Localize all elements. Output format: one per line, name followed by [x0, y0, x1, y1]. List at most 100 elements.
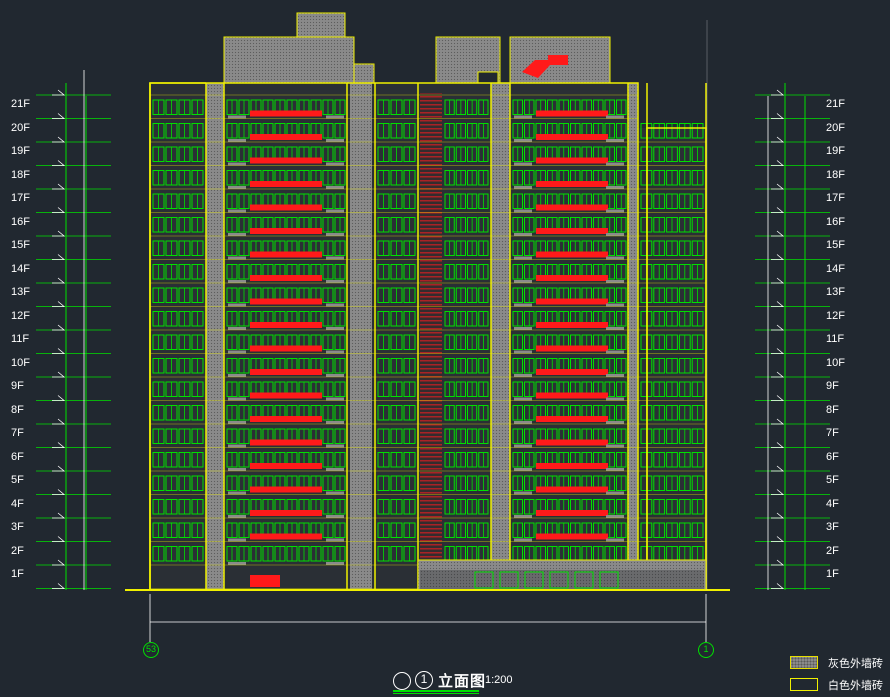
right-level-marker-icon: [771, 583, 785, 589]
slab-gray: [228, 397, 246, 401]
left-level-marker-icon: [52, 89, 66, 96]
left-level-marker-icon: [52, 160, 66, 166]
right-floor-label: 12F: [826, 309, 845, 322]
left-level-marker-icon: [52, 559, 66, 566]
left-level-marker-icon: [52, 301, 66, 307]
left-level-marker-icon: [52, 277, 66, 284]
left-level-marker-icon: [52, 254, 66, 260]
right-floor-label: 20F: [826, 121, 845, 134]
slab-gray: [228, 562, 246, 565]
slab-gray: [514, 538, 532, 542]
balcony-red: [250, 345, 322, 352]
balcony-red: [536, 204, 608, 211]
balcony-red: [250, 416, 322, 422]
right-floor-label: 3F: [826, 521, 839, 533]
slab-gray: [228, 233, 246, 236]
podium-window: [524, 571, 544, 589]
slab-gray: [606, 327, 624, 330]
slab-gray: [228, 139, 246, 142]
slab-gray: [326, 303, 344, 307]
left-floor-label: 15F: [11, 239, 30, 251]
slab-gray: [326, 233, 344, 236]
balcony-red: [250, 228, 322, 234]
left-level-marker-icon: [52, 113, 66, 119]
balcony-red: [536, 510, 608, 516]
podium-window: [599, 571, 619, 589]
slab-gray: [514, 515, 532, 518]
left-level-marker-icon: [52, 536, 66, 542]
roof-small-box: [353, 63, 375, 84]
legend-white-swatch: [790, 678, 818, 691]
left-floor-label: 21F: [11, 98, 30, 110]
slab-gray: [228, 374, 246, 377]
balcony-red: [536, 463, 608, 469]
slab-gray: [228, 421, 246, 424]
slab-gray: [514, 374, 532, 377]
legend-gray-brick: 灰色外墙砖: [790, 656, 890, 672]
title-name: 立面图: [438, 672, 487, 690]
balcony-red: [250, 510, 322, 516]
right-level-marker-icon: [771, 277, 785, 284]
slab-gray: [326, 468, 344, 471]
balcony-red: [536, 439, 608, 446]
slab-gray: [326, 280, 344, 283]
slab-gray: [326, 256, 344, 260]
right-level-marker-icon: [771, 348, 785, 354]
left-level-marker-icon: [52, 418, 66, 425]
left-level-marker-icon: [52, 230, 66, 237]
left-level-marker-icon: [52, 583, 66, 589]
balcony-red: [536, 275, 608, 281]
balcony-red: [250, 157, 322, 164]
right-floor-label: 10F: [826, 356, 845, 369]
podium-window: [549, 571, 569, 589]
balcony-red: [250, 298, 322, 305]
right-level-marker-icon: [771, 512, 785, 519]
left-floor-label: 4F: [11, 497, 24, 510]
right-level-marker-icon: [771, 489, 785, 495]
left-floor-label: 18F: [11, 168, 30, 181]
slab-gray: [326, 209, 344, 213]
right-level-marker-icon: [771, 442, 785, 448]
slab-gray: [606, 350, 624, 354]
slab-gray: [228, 444, 246, 448]
right-level-marker-icon: [771, 371, 785, 378]
slab-gray: [514, 327, 532, 330]
slab-gray: [606, 444, 624, 448]
slab-gray: [514, 115, 532, 119]
right-floor-label: 6F: [826, 450, 839, 463]
right-level-marker-icon: [771, 559, 785, 566]
ground-red: [250, 575, 280, 587]
balcony-red: [536, 157, 608, 164]
slab-gray: [326, 421, 344, 424]
slab-gray: [514, 350, 532, 354]
left-floor-label: 3F: [11, 521, 24, 533]
slab-gray: [228, 538, 246, 542]
slab-gray: [606, 209, 624, 213]
legend-gray-swatch: [790, 656, 818, 669]
legend-gray-label: 灰色外墙砖: [828, 657, 883, 670]
slab-gray: [606, 303, 624, 307]
left-level-marker-icon: [52, 395, 66, 401]
slab-gray: [326, 350, 344, 354]
slab-gray: [326, 139, 344, 142]
left-level-marker-icon: [52, 183, 66, 190]
slab-gray: [326, 397, 344, 401]
slab-gray: [514, 186, 532, 189]
left-floor-label: 2F: [11, 544, 24, 557]
slab-gray: [606, 374, 624, 377]
slab-gray: [326, 562, 344, 565]
roof-door: [477, 71, 499, 84]
right-floor-label: 7F: [826, 427, 839, 439]
slab-gray: [606, 280, 624, 283]
balcony-red: [536, 228, 608, 234]
podium-window: [499, 571, 519, 589]
slab-gray: [514, 397, 532, 401]
slab-gray: [606, 139, 624, 142]
balcony-red: [250, 322, 322, 328]
roof-stair-red: [522, 55, 568, 78]
left-floor-label: 19F: [11, 145, 30, 157]
balcony-red: [536, 369, 608, 375]
gray-strip: [206, 83, 224, 590]
gray-strip: [350, 83, 372, 590]
balcony-red: [536, 181, 608, 187]
